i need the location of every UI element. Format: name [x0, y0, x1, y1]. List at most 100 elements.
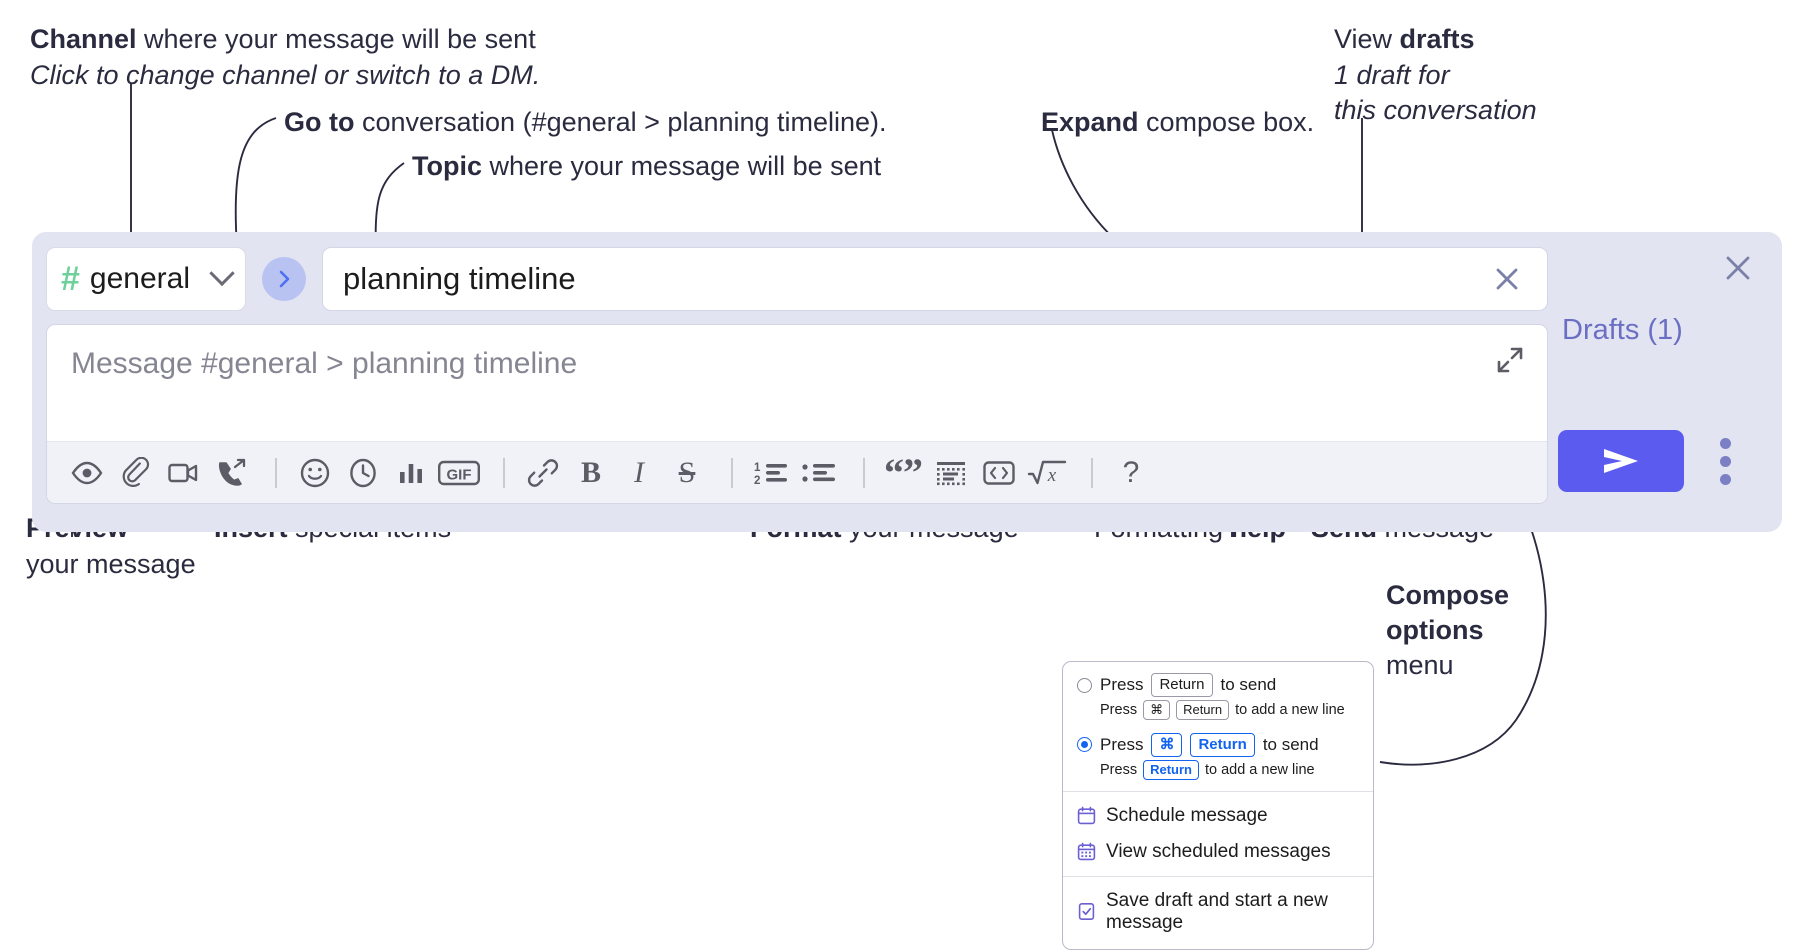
option1-sub-tail: to add a new line — [1235, 702, 1345, 719]
menu-item-view-scheduled-messages[interactable]: View scheduled messages — [1063, 834, 1373, 870]
annotation-drafts-italic2: this conversation — [1334, 95, 1537, 126]
kebab-menu-icon-dot-2 — [1719, 455, 1731, 467]
compose-options-button[interactable] — [1708, 430, 1742, 492]
toolbar-separator-4 — [863, 457, 865, 488]
message-box: Message #general > planning timeline — [46, 324, 1548, 504]
menu-divider-1 — [1063, 790, 1373, 792]
expand-compose-button[interactable] — [1491, 341, 1529, 379]
attach-button[interactable] — [111, 449, 159, 497]
italic-button[interactable]: I — [615, 449, 663, 497]
code-inline-button[interactable] — [975, 449, 1023, 497]
square-root-x-icon: x — [1027, 460, 1067, 486]
option2-press: Press — [1100, 734, 1144, 754]
preview-button[interactable] — [63, 449, 111, 497]
ordered-list-icon: 1 2 — [754, 462, 787, 487]
clock-icon — [350, 458, 376, 487]
kebab-menu-icon-dot-3 — [1719, 473, 1731, 485]
annotation-channel-italic: Click to change channel or switch to a D… — [30, 59, 541, 90]
bold-button[interactable]: B — [567, 449, 615, 497]
audio-clip-button[interactable] — [207, 449, 255, 497]
option1-to-send: to send — [1220, 675, 1277, 695]
question-mark-icon: ? — [1122, 455, 1140, 489]
menu-item-label: View scheduled messages — [1106, 840, 1331, 862]
menu-section-schedule: Schedule message View scheduled messages — [1063, 792, 1373, 876]
option1-sub-press: Press — [1100, 702, 1138, 719]
strikethrough-button[interactable]: S — [663, 449, 711, 497]
annotation-drafts-plain: View — [1334, 24, 1400, 54]
expand-icon — [1497, 347, 1523, 373]
annotation-channel: Channel where your message will be sent … — [30, 22, 540, 93]
svg-text:2: 2 — [754, 475, 760, 487]
annotation-goto: Go to conversation (#general > planning … — [284, 105, 887, 141]
drafts-link[interactable]: Drafts (1) — [1562, 314, 1683, 346]
svg-text:x: x — [1047, 465, 1057, 486]
math-button[interactable]: x — [1023, 449, 1071, 497]
blockquote-button[interactable]: “” — [879, 449, 927, 497]
topic-field[interactable]: planning timeline — [322, 247, 1548, 311]
annotation-drafts-bold: drafts — [1399, 24, 1475, 54]
option1-key-return: Return — [1151, 673, 1213, 698]
annotation-drafts-italic1: 1 draft for — [1334, 59, 1450, 90]
option1-sub-key-cmd: ⌘ — [1143, 700, 1171, 720]
goto-conversation-button[interactable] — [262, 257, 306, 301]
topic-value: planning timeline — [343, 261, 576, 296]
annotation-compose-options-bold2: options — [1386, 615, 1484, 646]
option-cmd-return-to-send[interactable]: Press ⌘ Return to send — [1063, 732, 1373, 758]
radio-return-to-send[interactable] — [1077, 677, 1092, 693]
annotation-topic-rest: where your message will be sent — [482, 151, 882, 181]
compose-panel: # general planning timeline Me — [32, 232, 1782, 532]
video-clip-button[interactable] — [159, 449, 207, 497]
emoji-button[interactable] — [291, 449, 339, 497]
code-brackets-icon — [983, 460, 1015, 485]
menu-divider-2 — [1063, 875, 1373, 877]
kebab-menu-icon-dot-1 — [1719, 437, 1731, 449]
bulleted-list-button[interactable] — [795, 449, 843, 497]
paperclip-icon — [122, 456, 150, 487]
toolbar-separator-5 — [1091, 457, 1093, 488]
chevron-down-icon — [209, 260, 235, 287]
topic-clear-button[interactable] — [1487, 259, 1527, 299]
video-camera-icon — [168, 463, 198, 482]
option2-sub: Press Return to add a new line — [1063, 758, 1373, 782]
menu-section-draft: Save draft and start a new message — [1063, 877, 1373, 949]
code-block-icon — [937, 461, 965, 485]
annotation-expand-bold: Expand — [1041, 107, 1139, 137]
menu-item-label: Save draft and start a new message — [1106, 889, 1328, 933]
smiley-icon — [300, 458, 330, 487]
reminder-button[interactable] — [339, 449, 387, 497]
poll-button[interactable] — [387, 449, 435, 497]
ordered-list-button[interactable]: 1 2 — [747, 449, 795, 497]
channel-name: general — [89, 262, 190, 295]
gif-icon: GIF — [438, 460, 480, 485]
channel-select[interactable]: # general — [46, 247, 246, 311]
close-icon — [1496, 268, 1518, 290]
menu-item-label: Schedule message — [1106, 804, 1268, 826]
toolbar-separator-3 — [731, 457, 733, 488]
menu-item-save-draft[interactable]: Save draft and start a new message — [1063, 883, 1373, 941]
send-button[interactable] — [1558, 430, 1684, 492]
message-input[interactable]: Message #general > planning timeline — [47, 325, 1547, 441]
code-block-button[interactable] — [927, 449, 975, 497]
annotation-drafts: View drafts 1 draft for this conversatio… — [1334, 22, 1537, 129]
document-check-icon — [1078, 903, 1095, 921]
option-return-to-send[interactable]: Press Return to send — [1063, 672, 1373, 698]
compose-right-column: Drafts (1) — [1548, 232, 1782, 532]
link-icon — [527, 458, 559, 487]
italic-icon: I — [634, 455, 644, 489]
annotation-preview-line2: your message — [26, 548, 196, 579]
eye-icon — [71, 461, 103, 484]
gif-button[interactable]: GIF — [435, 449, 483, 497]
bar-chart-icon — [400, 463, 422, 483]
option2-sub-press: Press — [1100, 761, 1138, 778]
strikethrough-icon: S — [678, 455, 696, 489]
annotation-expand: Expand compose box. — [1041, 105, 1314, 141]
close-compose-button[interactable] — [1718, 248, 1758, 288]
radio-cmd-return-to-send[interactable] — [1077, 737, 1092, 753]
toolbar-separator-1 — [275, 457, 277, 488]
compose-inner: # general planning timeline Me — [46, 246, 1548, 518]
formatting-help-button[interactable]: ? — [1107, 449, 1155, 497]
menu-item-schedule-message[interactable]: Schedule message — [1063, 798, 1373, 834]
bulleted-list-icon — [802, 463, 835, 482]
link-button[interactable] — [519, 449, 567, 497]
close-icon — [1726, 256, 1750, 280]
